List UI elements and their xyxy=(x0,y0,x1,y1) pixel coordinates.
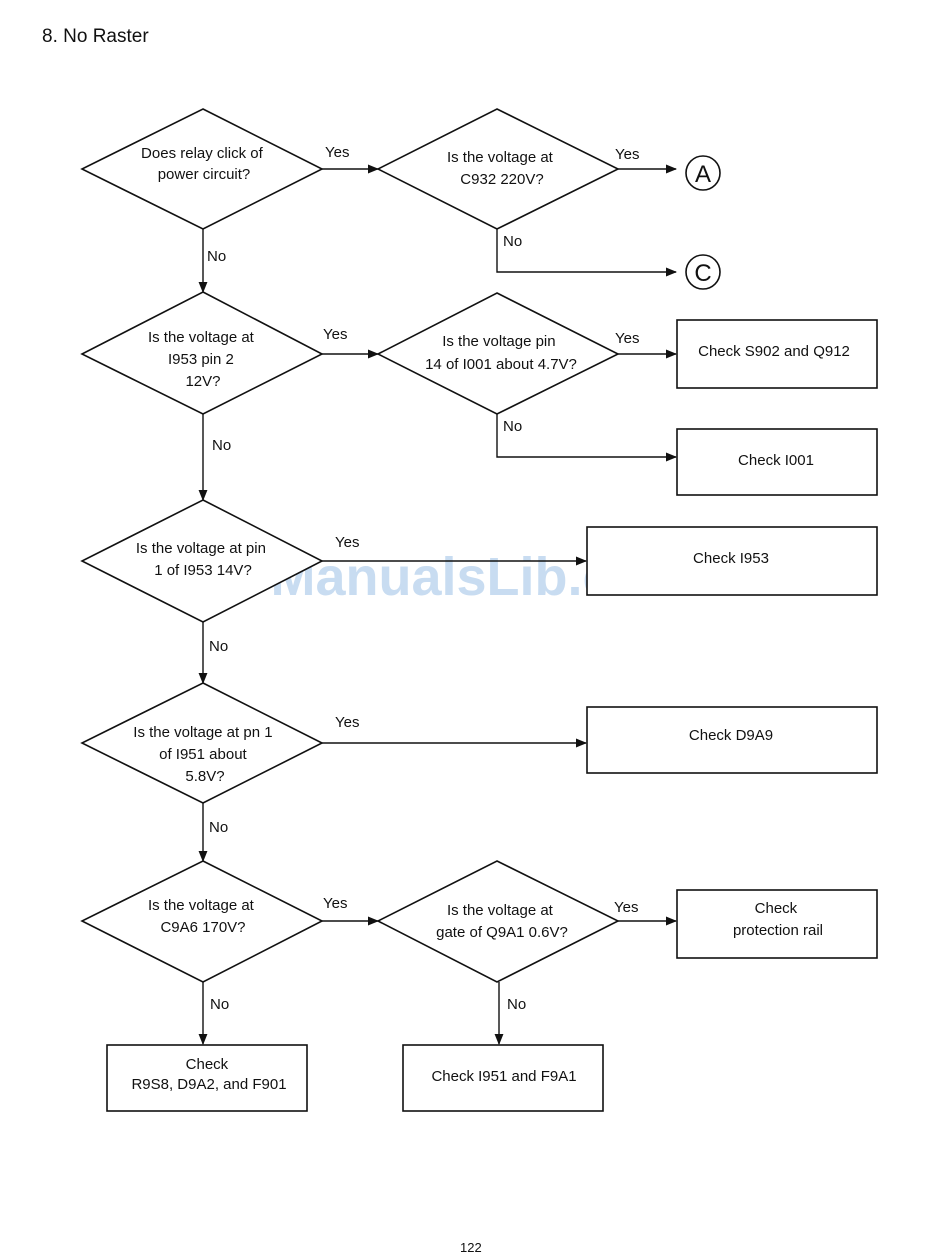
label-yes-d1: Yes xyxy=(325,144,349,161)
action-b2-text: Check I001 xyxy=(738,452,814,469)
decision-d8 xyxy=(376,860,620,983)
decision-d4 xyxy=(376,292,620,415)
decision-d7 xyxy=(80,860,324,983)
label-yes-d4: Yes xyxy=(615,330,639,347)
label-yes-d3: Yes xyxy=(323,326,347,343)
label-yes-d5: Yes xyxy=(335,534,359,551)
connector-a-circle xyxy=(685,155,721,191)
action-box-b1 xyxy=(676,319,878,389)
action-b3-text: Check I953 xyxy=(693,550,769,567)
label-no-d6: No xyxy=(209,819,228,836)
decision-d2 xyxy=(376,108,620,230)
connector-c-label: C xyxy=(694,260,711,287)
decision-d6-text: Is the voltage at pn 1 of I951 about 5.8… xyxy=(133,724,276,785)
decision-d4-text: Is the voltage pin 14 of I001 about 4.7V… xyxy=(425,333,577,373)
label-no-d2: No xyxy=(503,233,522,250)
label-yes-d7: Yes xyxy=(323,895,347,912)
label-yes-d2: Yes xyxy=(615,146,639,163)
decision-d5 xyxy=(80,499,324,623)
decision-d6 xyxy=(80,682,324,804)
connector-a-label: A xyxy=(695,161,711,188)
action-box-b2 xyxy=(676,428,878,496)
label-no-d4: No xyxy=(503,418,522,435)
decision-d2-text: Is the voltage at C932 220V? xyxy=(447,149,557,188)
action-box-b5 xyxy=(676,889,878,959)
page-number: 122 xyxy=(460,1240,482,1254)
decision-d7-text: Is the voltage at C9A6 170V? xyxy=(148,897,258,936)
label-no-d8: No xyxy=(507,996,526,1013)
action-b5-text: Check protection rail xyxy=(733,900,823,939)
action-box-b4 xyxy=(586,706,878,774)
action-box-b3 xyxy=(586,526,878,596)
action-b6-text: Check R9S8, D9A2, and F901 xyxy=(131,1056,286,1093)
action-box-b6 xyxy=(106,1044,308,1112)
connector-c-circle xyxy=(685,254,721,290)
decision-d5-text: Is the voltage at pin 1 of I953 14V? xyxy=(136,540,270,579)
action-box-b7 xyxy=(402,1044,604,1112)
action-b7-text: Check I951 and F9A1 xyxy=(431,1068,576,1085)
label-yes-d6: Yes xyxy=(335,714,359,731)
label-no-d5: No xyxy=(209,638,228,655)
action-b1-text: Check S902 and Q912 xyxy=(698,343,850,360)
decision-d3 xyxy=(80,291,324,415)
arrow-d4-b2-no xyxy=(496,414,678,462)
action-b4-text: Check D9A9 xyxy=(689,727,773,744)
label-no-d1: No xyxy=(207,248,226,265)
decision-d1 xyxy=(80,108,324,230)
page-title: 8. No Raster xyxy=(42,26,149,47)
decision-d1-text: Does relay click of power circuit? xyxy=(141,145,267,183)
decision-d3-text: Is the voltage at I953 pin 2 12V? xyxy=(148,329,258,390)
label-yes-d8: Yes xyxy=(614,899,638,916)
label-no-d7: No xyxy=(210,996,229,1013)
arrow-d2-c-no xyxy=(496,229,678,277)
label-no-d3: No xyxy=(212,437,231,454)
decision-d8-text: Is the voltage at gate of Q9A1 0.6V? xyxy=(436,902,568,941)
